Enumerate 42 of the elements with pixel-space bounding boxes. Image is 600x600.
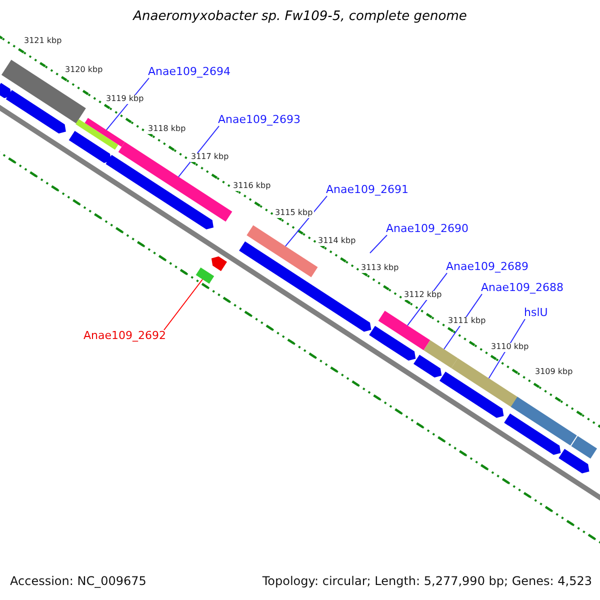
scale-label: 3119 kbp [105,95,145,104]
strand-gene-bar [414,354,442,378]
leader-line [164,278,204,330]
strand-gene-bar [211,256,227,272]
title: Anaeromyxobacter sp. Fw109-5, complete genome [132,10,468,24]
gene-label: Anae109_2690 [386,223,468,236]
scale-label: 3110 kbp [490,343,530,352]
gene-label: Anae109_2693 [218,114,300,126]
strand-gene-bar [6,90,66,134]
strand-gene-bar [68,130,112,163]
scale-label: 3116 kbp [232,182,272,191]
strand-gene-bar [294,276,372,332]
leader-line [284,196,328,247]
scale-label: 3113 kbp [360,264,400,273]
gene-label: Anae109_2692 [84,330,166,342]
scale-label: 3114 kbp [317,237,357,246]
gene-label: Anae109_2688 [481,282,564,294]
scale-label: 3117 kbp [190,153,230,162]
leader-line [370,234,388,254]
strand-gene-bar [504,414,561,455]
gene-label: Anae109_2691 [326,184,408,196]
strand-gene-bar [369,326,416,361]
footer-text: Topology: circular; Length: 5,277,990 bp; Genes: 4,523 [262,575,592,588]
strand-gene-bar [106,154,214,230]
strand-gene-bar [558,448,590,474]
gene-bar [196,267,214,284]
footer-text: Accession: NC_009675 [10,575,146,588]
scale-label: 3121 kbp [23,37,63,46]
gene-label: hslU [524,307,548,320]
gene-label: Anae109_2689 [446,261,528,274]
leader-line [488,318,526,379]
scale-label: 3115 kbp [274,209,314,218]
gene-bar [76,119,118,150]
gene-label: Anae109_2694 [148,66,230,78]
scale-label: 3109 kbp [534,368,574,377]
scale-label: 3111 kbp [447,317,487,326]
scale-label: 3120 kbp [64,66,104,75]
strand-gene-bar [0,82,12,98]
strand-gene-bar [440,372,504,418]
scale-label: 3118 kbp [147,125,187,134]
strand-gene-bar [239,241,301,286]
scale-label: 3112 kbp [403,291,443,300]
